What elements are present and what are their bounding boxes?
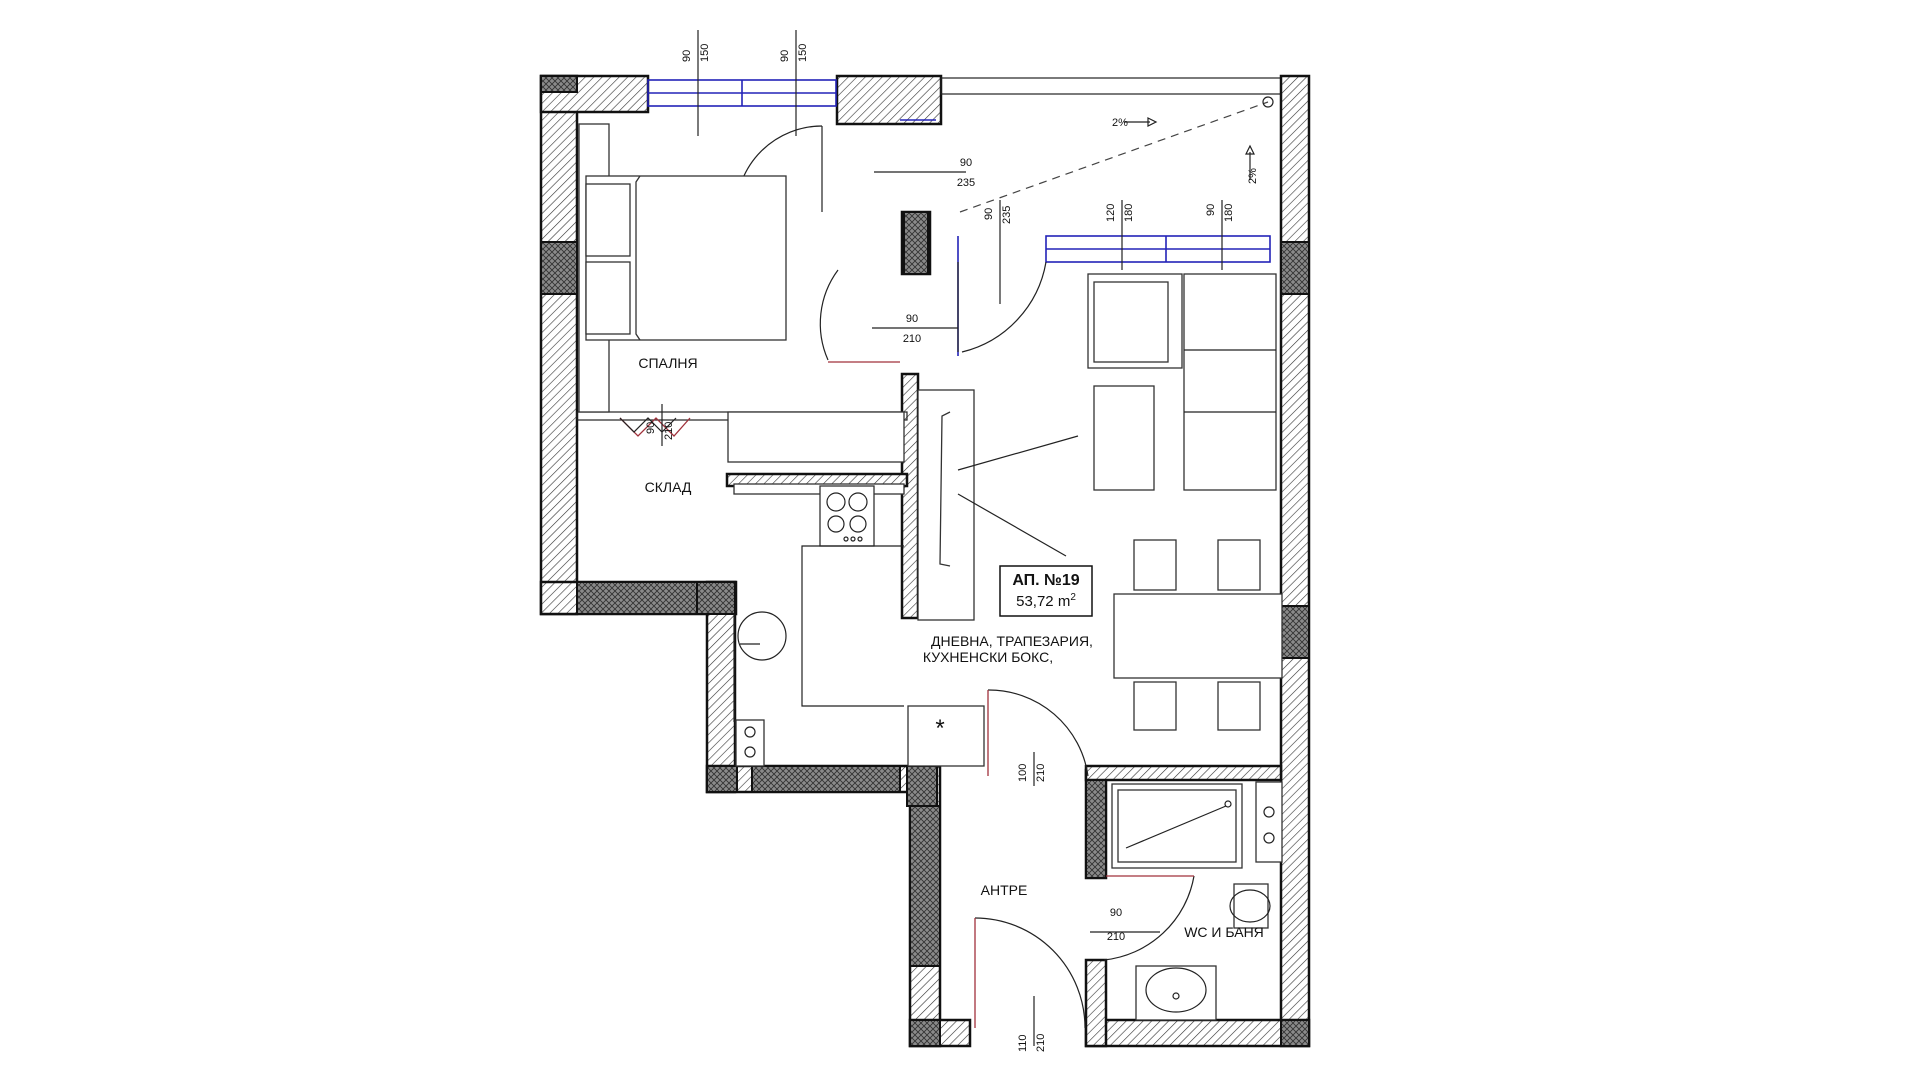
apartment-area-sup: 2: [1070, 592, 1076, 603]
dim-entry-door-h: 210: [1035, 1034, 1047, 1052]
room-label-living-line1: ДНЕВНА, ТРАПЕЗАРИЯ,: [931, 633, 1093, 649]
room-label-bedroom: СПАЛНЯ: [638, 355, 697, 371]
dim-win4-w: 90: [1205, 204, 1217, 216]
dimension-labels: 90 150 90 150 90 235 90 235 120 180 90 1…: [645, 44, 1235, 1052]
dim-win1-h: 150: [699, 44, 711, 62]
terrace: [959, 96, 1274, 213]
dim-bedroom-door-h: 210: [903, 333, 921, 345]
dim-win3-h: 180: [1123, 204, 1135, 222]
room-label-hall: АНТРЕ: [981, 882, 1028, 898]
bedroom-furniture: [578, 123, 905, 463]
slope-label-2: 2%: [1247, 168, 1259, 184]
slope-label-1: 2%: [1112, 117, 1128, 129]
dim-win2-h: 150: [797, 44, 809, 62]
dim-bath-door-h: 210: [1107, 931, 1125, 943]
dim-win1-w: 90: [681, 50, 693, 62]
columns: [540, 75, 1310, 1047]
dimension-lines: [661, 30, 1223, 1046]
appliance-star: *: [935, 715, 944, 742]
room-label-storage: СКЛАД: [645, 479, 692, 495]
room-label-bath: WC И БАНЯ: [1184, 924, 1264, 940]
dim-bath-door-w: 90: [1110, 907, 1122, 919]
apartment-area: 53,72 m2: [1016, 592, 1076, 610]
room-label-living-line2: КУХНЕНСКИ БОКС,: [923, 649, 1053, 665]
apartment-title: АП. №19: [1012, 572, 1079, 589]
apartment-tag: АП. №19 53,72 m2: [999, 565, 1093, 617]
dim-terrace-door-w: 90: [960, 157, 972, 169]
dim-terrace-door2-w: 90: [983, 208, 995, 220]
dim-terrace-door2-h: 235: [1001, 206, 1013, 224]
room-labels: СПАЛНЯ СКЛАД ДНЕВНА, ТРАПЕЗАРИЯ, КУХНЕНС…: [638, 355, 1263, 940]
dim-storage-door-h: 210: [663, 422, 675, 440]
slope-labels: 2% 2%: [1112, 117, 1259, 184]
bathroom-fixtures: [1111, 781, 1283, 1021]
dim-bedroom-door-w: 90: [906, 313, 918, 325]
dim-win3-w: 120: [1105, 204, 1117, 222]
dim-win2-w: 90: [779, 50, 791, 62]
dim-entry-door-w: 110: [1017, 1034, 1029, 1052]
kitchen: [733, 483, 985, 767]
dim-living-door-h: 210: [1035, 764, 1047, 782]
apartment-area-value: 53,72 m: [1016, 593, 1070, 610]
dim-win4-h: 180: [1223, 204, 1235, 222]
living-furniture: [917, 273, 1283, 731]
dim-storage-door-w: 90: [645, 422, 657, 434]
dim-living-door-w: 100: [1017, 764, 1029, 782]
dim-terrace-door-h: 235: [957, 177, 975, 189]
